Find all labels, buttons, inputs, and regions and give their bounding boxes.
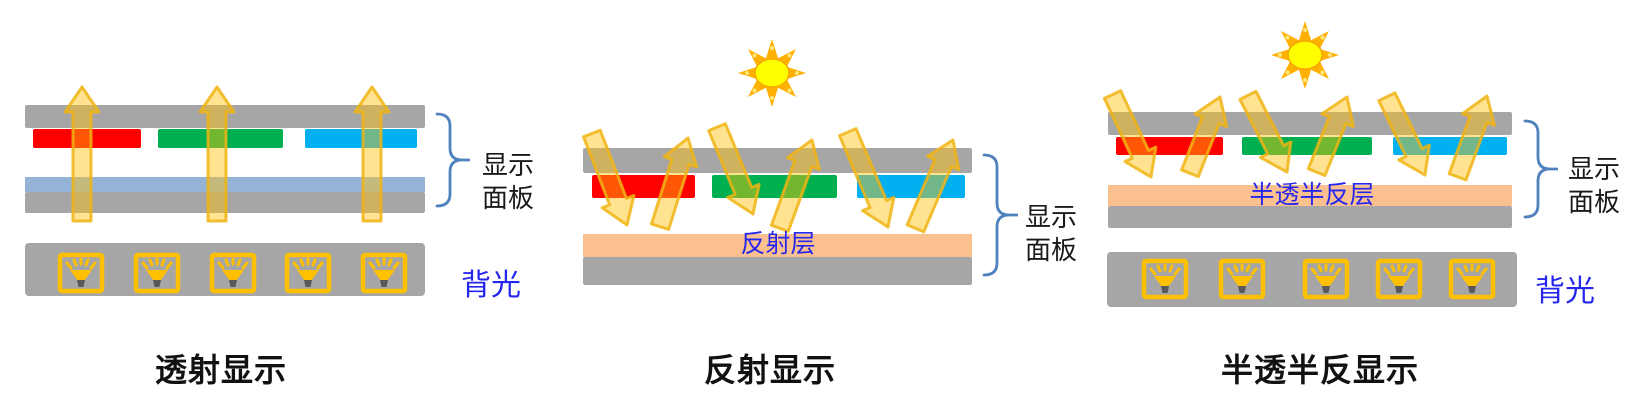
display-panel-label-line2: 面板 [1025,235,1078,265]
display-panel-label-line1: 显示 [1568,154,1621,184]
display-panel-label: 显示 面板 [1568,153,1620,219]
light-up-arrow-icon [1180,95,1229,179]
transflective-layer-label: 半透半反层 [1249,181,1375,209]
display-panel-label-line1: 显示 [1025,202,1078,232]
light-up-arrow-icon [1447,94,1496,182]
panel-reflective-shapes [581,38,1018,285]
transflective-layer [1108,185,1512,206]
light-down-arrow-icon [1102,89,1158,179]
light-up-arrow-icon [63,85,101,223]
backlight-label: 背光 [1535,275,1595,308]
glass-top-layer [1108,112,1512,135]
backlight-label: 背光 [461,269,521,302]
display-panel-brace [982,153,1018,277]
display-panel-label-line1: 显示 [482,150,535,180]
sun-icon [1270,20,1340,90]
color-filter-blue [305,129,417,148]
light-up-arrow-icon [905,138,961,234]
light-up-arrow-icon [198,85,236,223]
display-panel-label-line2: 面板 [1568,187,1621,217]
reflective-layer [583,234,972,257]
display-panel-label-line2: 面板 [482,183,535,213]
light-down-arrow-icon [1238,89,1293,174]
backlight-bar [1107,252,1517,307]
color-filter-green [158,129,283,148]
light-down-arrow-icon [1377,91,1431,177]
color-filter-red [33,129,141,148]
color-filter-red [592,175,695,198]
display-panel-brace [1523,119,1558,219]
light-up-arrow-icon [353,85,391,223]
light-up-arrow-icon [769,138,821,233]
light-down-arrow-icon [707,122,761,216]
glass-bottom-layer [1108,206,1512,228]
display-panel-brace [435,112,470,208]
panel-transmissive-shapes [25,85,470,296]
display-panel-label: 显示 面板 [1025,201,1077,267]
light-up-arrow-icon [1306,95,1355,177]
panel-title-reflective: 反射显示 [703,352,836,388]
display-panel-label: 显示 面板 [482,149,534,215]
glass-top-layer [583,148,972,173]
sun-icon [737,38,807,108]
light-down-arrow-icon [837,127,896,229]
panel-transflective-shapes [1102,20,1558,307]
panel-title-transflective: 半透半反显示 [1220,352,1419,388]
glass-bottom-layer [583,257,972,285]
panel-title-transmissive: 透射显示 [154,352,287,388]
reflective-layer-label: 反射层 [740,230,816,258]
light-up-arrow-icon [649,136,699,231]
light-down-arrow-icon [581,128,636,227]
